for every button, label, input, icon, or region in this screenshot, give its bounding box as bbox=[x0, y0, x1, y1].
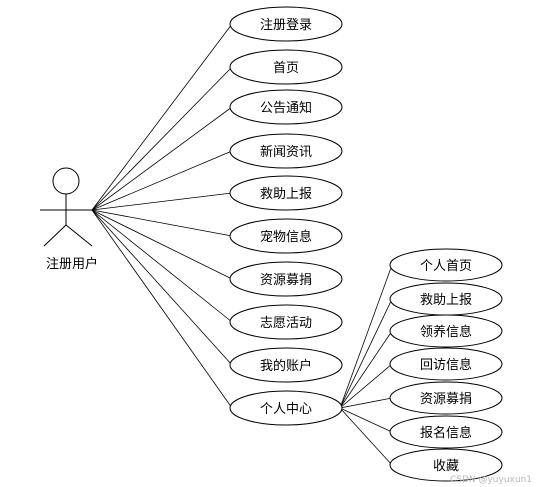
use-case-label: 宠物信息 bbox=[260, 229, 312, 245]
use-case-ellipse bbox=[229, 89, 343, 125]
association-donation-2 bbox=[339, 397, 393, 409]
use-case-label: 注册登录 bbox=[260, 18, 312, 33]
actor-right-leg bbox=[65, 224, 93, 247]
use-case-register-login: 注册登录 bbox=[229, 6, 343, 42]
use-case-favorites: 收藏 bbox=[389, 448, 503, 482]
association-news bbox=[91, 150, 233, 211]
use-case-label: 新闻资讯 bbox=[260, 144, 312, 160]
use-case-notice: 公告通知 bbox=[229, 89, 343, 125]
actor-left-leg bbox=[43, 224, 67, 247]
use-case-label: 报名信息 bbox=[420, 425, 472, 441]
use-case-personal-center: 个人中心 bbox=[229, 390, 343, 426]
use-case-label: 收藏 bbox=[433, 459, 459, 474]
use-case-ellipse bbox=[229, 304, 343, 340]
use-case-pet-info: 宠物信息 bbox=[229, 218, 343, 254]
use-case-ellipse bbox=[389, 448, 503, 482]
use-case-ellipse bbox=[389, 347, 503, 381]
use-case-my-account: 我的账户 bbox=[229, 347, 343, 383]
use-case-ellipse bbox=[229, 175, 343, 211]
use-case-ellipse bbox=[229, 261, 343, 297]
association-lines bbox=[91, 23, 393, 466]
association-volunteer bbox=[91, 209, 233, 323]
use-case-label: 资源募捐 bbox=[260, 273, 312, 288]
use-case-ellipse bbox=[229, 218, 343, 254]
use-case-label: 救助上报 bbox=[260, 186, 312, 202]
actor-label: 注册用户 bbox=[46, 256, 98, 272]
actor-registered-user: 注册用户 bbox=[40, 167, 98, 272]
use-case-label: 首页 bbox=[273, 61, 299, 76]
use-case-ellipse bbox=[389, 381, 503, 415]
use-case-personal-home: 个人首页 bbox=[389, 248, 503, 282]
association-rescue-report-2 bbox=[339, 298, 393, 409]
use-case-rescue-report: 救助上报 bbox=[229, 175, 343, 211]
use-case-rescue-report-2: 救助上报 bbox=[389, 282, 503, 316]
association-register-login bbox=[91, 23, 233, 211]
use-case-signup-info: 报名信息 bbox=[389, 415, 503, 449]
use-case-adoption-info: 领养信息 bbox=[389, 314, 503, 348]
use-case-donation: 资源募捐 bbox=[229, 261, 343, 297]
use-case-ellipse bbox=[389, 415, 503, 449]
association-favorites bbox=[339, 407, 393, 466]
use-case-ellipse bbox=[229, 347, 343, 383]
use-case-revisit-info: 回访信息 bbox=[389, 347, 503, 381]
association-donation bbox=[91, 209, 233, 280]
use-case-ellipse bbox=[229, 133, 343, 169]
association-my-account bbox=[91, 209, 233, 366]
use-case-donation-2: 资源募捐 bbox=[389, 381, 503, 415]
association-pet-info bbox=[91, 209, 233, 237]
association-revisit-info bbox=[339, 363, 393, 409]
use-case-label: 志愿活动 bbox=[260, 316, 312, 331]
association-personal-home bbox=[339, 264, 393, 409]
association-home bbox=[91, 66, 233, 211]
use-case-label: 我的账户 bbox=[260, 358, 312, 374]
use-case-volunteer: 志愿活动 bbox=[229, 304, 343, 340]
use-case-label: 资源募捐 bbox=[420, 392, 472, 407]
use-case-ellipse bbox=[389, 248, 503, 282]
watermark: CSDN @yuyuxun1 bbox=[450, 475, 532, 485]
association-notice bbox=[91, 106, 233, 211]
association-signup-info bbox=[339, 407, 393, 433]
use-case-label: 回访信息 bbox=[420, 357, 472, 373]
use-case-ellipse bbox=[229, 6, 343, 42]
use-case-label: 救助上报 bbox=[420, 292, 472, 308]
use-case-label: 领养信息 bbox=[420, 324, 472, 340]
association-personal-center bbox=[91, 209, 233, 409]
association-adoption-info bbox=[339, 330, 393, 409]
use-case-home: 首页 bbox=[229, 49, 343, 85]
use-case-news: 新闻资讯 bbox=[229, 133, 343, 169]
actor-head bbox=[52, 167, 80, 195]
use-case-ellipse bbox=[229, 390, 343, 426]
association-rescue-report bbox=[91, 192, 233, 211]
use-case-ellipse bbox=[229, 49, 343, 85]
use-case-label: 公告通知 bbox=[260, 100, 312, 116]
use-case-label: 个人首页 bbox=[420, 259, 472, 274]
use-case-ellipse bbox=[389, 314, 503, 348]
use-case-label: 个人中心 bbox=[260, 402, 312, 417]
